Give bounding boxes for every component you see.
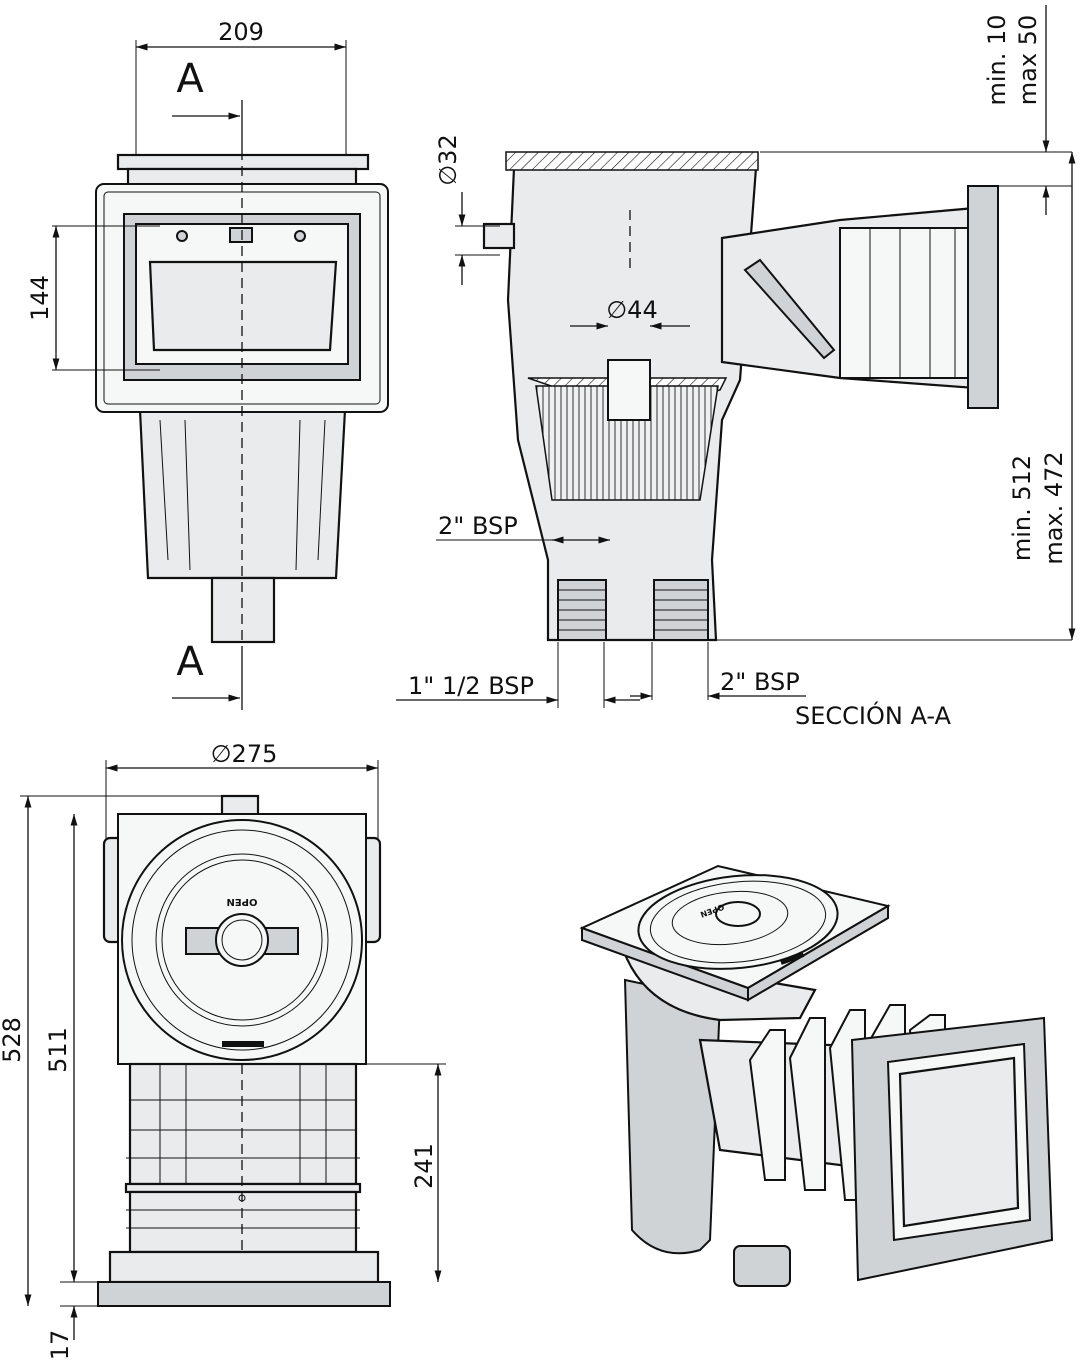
water-level-min: min. 10 [983,14,1011,105]
section-mark-bottom: A [176,639,204,685]
width-dim-label: 209 [218,18,264,46]
height-min: min. 512 [1008,455,1036,561]
inlet-32 [482,222,516,250]
basket [535,385,719,501]
right-thread-label: 2" BSP [720,668,800,696]
weir-flap-section [743,258,836,360]
inner-thread-label: 2" BSP [438,512,518,540]
section-title: SECCIÓN A-A [795,700,951,730]
outlet-pipe [210,576,276,644]
lower-body [128,1062,358,1186]
inlet-dia-label: ∅32 [434,134,462,185]
isometric-view: OPEN [579,864,1054,1287]
lid-open-text: OPEN [226,896,257,907]
front-view: 209 A A 144 [26,18,389,710]
lower-height-label: 241 [410,1143,438,1189]
water-level-max: max 50 [1014,15,1042,105]
top-view: ∅275 OPEN 528 511 241 17 [0,740,446,1360]
body-height-label: 511 [44,1027,72,1073]
iso-body [623,978,722,1255]
weir-flap [148,260,338,352]
lid-knob[interactable] [215,913,269,967]
mouth-height-dim-label: 144 [26,275,54,321]
lid-profile [116,153,370,171]
iso-outlet [733,1245,791,1287]
total-height-label: 528 [0,1017,26,1063]
outlet-tube-44 [607,359,651,421]
flange-dim-label: 17 [46,1330,74,1361]
lid-section [505,151,759,171]
section-mark-top: A [176,56,204,102]
flange [97,1281,391,1307]
outlet-dia-label: ∅44 [606,296,657,324]
left-thread-label: 1" 1/2 BSP [408,672,534,700]
height-max: max. 472 [1040,451,1068,564]
section-view: ∅32 ∅44 2" BSP 1" 1/2 BSP 2" BSP SECCIÓN… [396,5,1076,730]
diameter-dim-label: ∅275 [211,740,278,768]
